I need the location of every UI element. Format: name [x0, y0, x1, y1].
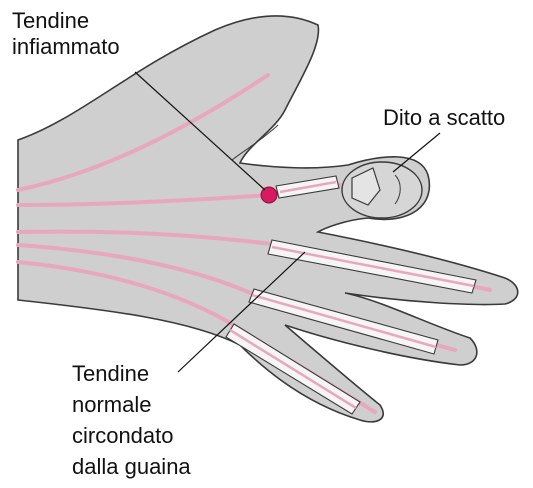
label-normal-tendon-line1: Tendine [72, 358, 191, 389]
label-inflamed-tendon-line1: Tendine [12, 8, 120, 34]
inflamed-nodule [261, 187, 277, 203]
label-normal-tendon: Tendine normale circondato dalla guaina [72, 358, 191, 482]
label-trigger-finger-text: Dito a scatto [383, 105, 505, 131]
label-inflamed-tendon-line2: infiammato [12, 34, 120, 60]
label-normal-tendon-line2: normale [72, 389, 191, 420]
label-inflamed-tendon: Tendine infiammato [12, 8, 120, 60]
label-normal-tendon-line3: circondato [72, 420, 191, 451]
label-trigger-finger: Dito a scatto [383, 105, 505, 131]
label-normal-tendon-line4: dalla guaina [72, 451, 191, 482]
